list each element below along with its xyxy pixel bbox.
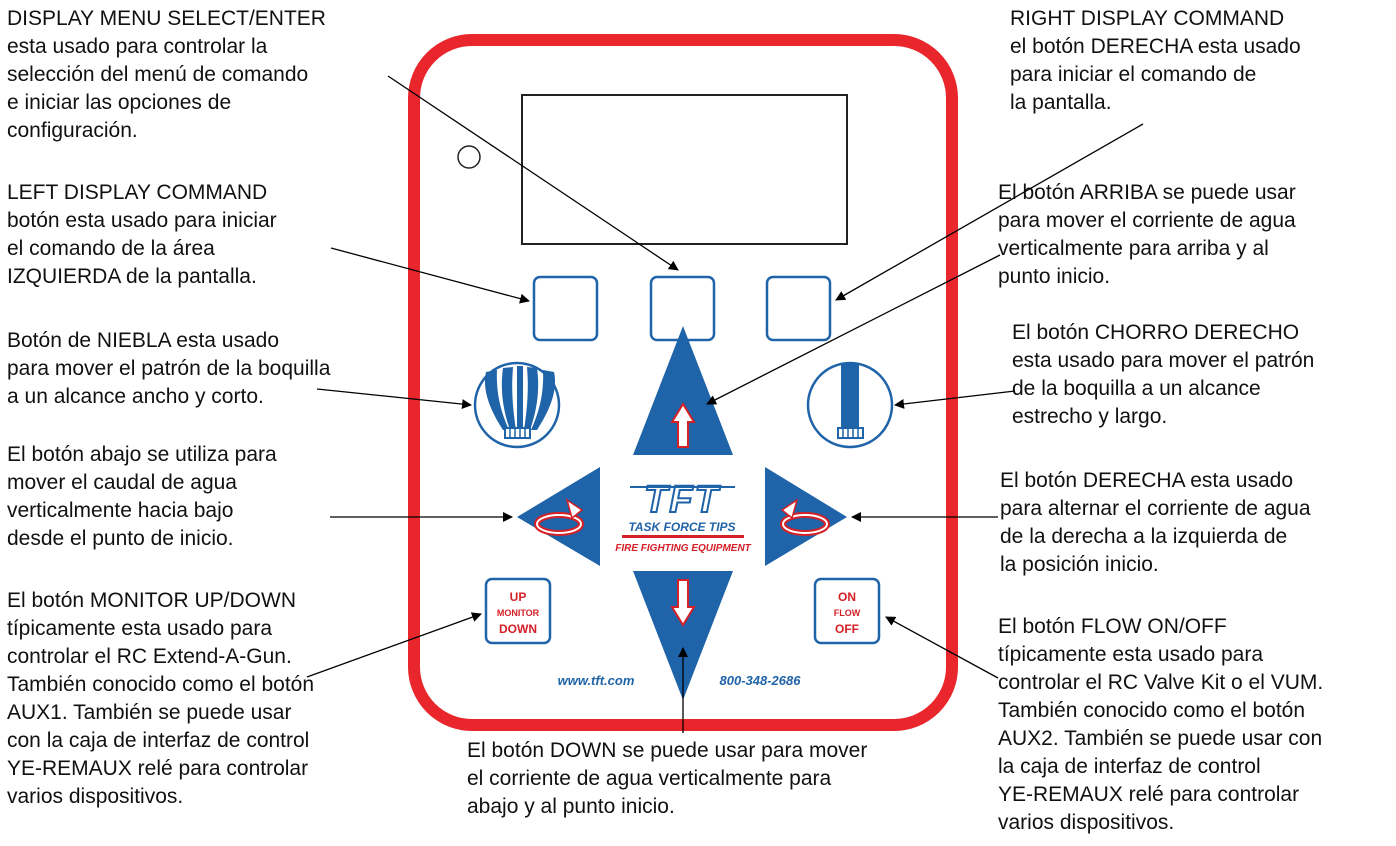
up-button[interactable] [633,326,733,455]
tft-logo-mark: TFT [644,479,720,521]
left-rotate-button[interactable] [517,467,600,566]
rotate-left-icon [534,498,584,536]
annotation-fog: Botón de NIEBLA esta usado para mover el… [7,329,331,408]
annotation-down-left: El botón abajo se utiliza para mover el … [7,443,277,550]
tft-logo: TFT TASK FORCE TIPS FIRE FIGHTING EQUIPM… [615,478,751,554]
annotation-straight: El botón CHORRO DERECHO esta usado para … [1012,321,1315,428]
leader-fog [316,388,472,410]
leader-flow [885,616,999,679]
annotation-right-rotate: El botón DERECHA esta usado para alterna… [1000,469,1311,576]
annotation-down-bottom: El botón DOWN se puede usar para mover e… [467,739,868,818]
flow-on-label: ON [838,590,856,604]
annotation-up: El botón ARRIBA se puede usar para mover… [998,181,1296,288]
annotation-flow-onoff: El botón FLOW ON/OFF típicamente esta us… [998,615,1324,834]
flow-off-label: OFF [835,622,859,636]
straight-stream-button[interactable] [806,361,894,449]
down-arrow-icon [670,579,696,627]
annotation-right-display: RIGHT DISPLAY COMMAND el botón DERECHA e… [1010,7,1301,114]
leader-monitor [306,612,482,678]
monitor-down-label: DOWN [499,622,537,636]
left-display-button[interactable] [532,275,599,342]
annotation-left-display: LEFT DISPLAY COMMAND botón esta usado pa… [7,181,277,288]
leader-left-display [330,247,530,304]
up-arrow-icon [670,402,696,448]
flow-mid-label: FLOW [834,608,861,618]
leader-right-display [835,123,1144,301]
leader-up [706,254,1001,405]
display-screen [521,94,848,245]
leader-straight [894,390,1016,409]
fog-button[interactable] [473,361,561,449]
monitor-up-label: UP [510,590,527,604]
right-rotate-button[interactable] [765,467,847,566]
website-text: www.tft.com [558,673,635,688]
monitor-updown-button[interactable]: UP MONITOR DOWN [484,577,552,645]
monitor-mid-label: MONITOR [497,608,540,618]
leader-lines [306,75,1144,733]
rotate-right-icon [780,498,830,536]
leader-display-menu [387,75,679,271]
flow-onoff-button[interactable]: ON FLOW OFF [813,577,881,645]
brand-name: TASK FORCE TIPS [628,520,735,534]
indicator-light [457,145,481,169]
phone-text: 800-348-2686 [720,673,802,688]
annotation-monitor-updown: El botón MONITOR UP/DOWN típicamente est… [7,589,315,808]
right-display-button[interactable] [765,275,832,342]
brand-tagline: FIRE FIGHTING EQUIPMENT [615,543,751,554]
annotation-display-menu: DISPLAY MENU SELECT/ENTER esta usado par… [7,7,326,142]
down-button[interactable] [633,571,733,700]
straight-stream-icon [837,364,864,439]
fog-pattern-icon [484,366,556,439]
